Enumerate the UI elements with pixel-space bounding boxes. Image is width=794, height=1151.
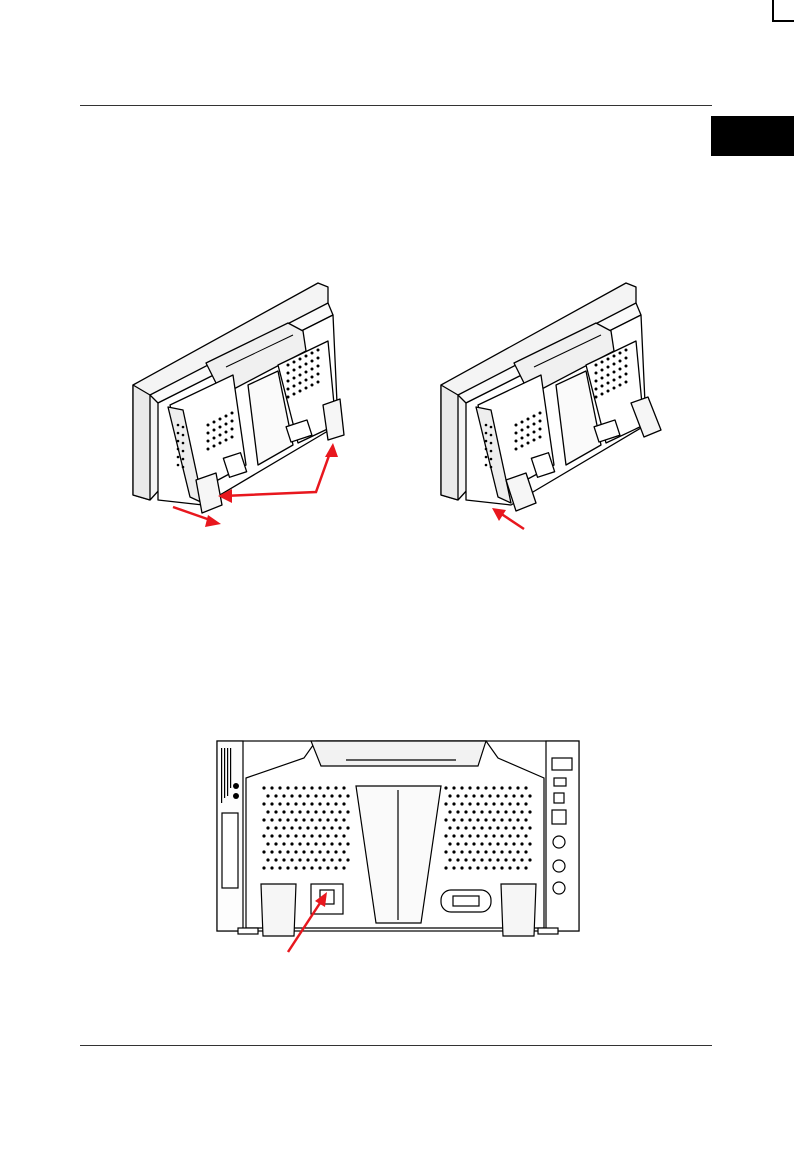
- rear-panel-illustration: [216, 738, 582, 954]
- crop-mark-horizontal: [772, 20, 794, 22]
- footer-rule: [80, 1045, 712, 1046]
- stand-illustration-right: [436, 275, 666, 535]
- stand-illustration-left: [128, 275, 358, 535]
- chapter-side-tab: [711, 116, 794, 156]
- crop-mark-vertical: [772, 0, 774, 22]
- header-rule: [80, 105, 712, 106]
